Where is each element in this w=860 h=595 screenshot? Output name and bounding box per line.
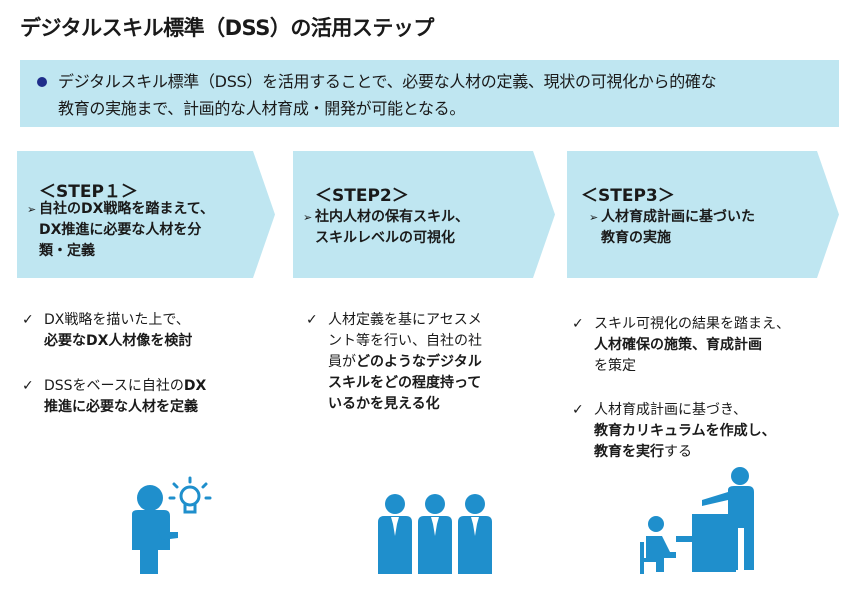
- step-2-check-1-line-3a: 員が: [328, 354, 356, 370]
- step-3-check-2: ✓ 人材育成計画に基づき、 教育カリキュラムを作成し、 教育を実行する: [572, 400, 776, 463]
- check-icon: ✓: [572, 316, 584, 332]
- group-people-icon: [378, 494, 492, 574]
- step-1-check-2-line-1: DSSをベースに自社のDX: [44, 376, 206, 397]
- check-icon: ✓: [572, 402, 584, 418]
- step-1-desc-line-3: 類・定義: [39, 243, 95, 259]
- step-2-check-1-line-1: 人材定義を基にアセスメ: [328, 312, 482, 328]
- summary-line-1: デジタルスキル標準（DSS）を活用することで、必要な人材の定義、現状の可視化から…: [58, 72, 717, 91]
- step-2-check-1-line-5: いるかを見える化: [328, 396, 440, 412]
- step-1-desc: ➢ 自社のDX戦略を踏まえて、 DX推進に必要な人材を分 類・定義: [27, 199, 215, 262]
- step-2-title: ＜STEP2＞: [315, 186, 409, 206]
- step-1-desc-line-2: DX推進に必要な人材を分: [39, 222, 202, 238]
- step-2-desc-line-2: スキルレベルの可視化: [315, 230, 455, 246]
- step-1-check-1-line-1: DX戦略を描いた上で、: [44, 312, 190, 328]
- summary-box: デジタルスキル標準（DSS）を活用することで、必要な人材の定義、現状の可視化から…: [20, 60, 839, 127]
- step-3-arrow: ＜STEP3＞ ➢ 人材育成計画に基づいた 教育の実施: [567, 151, 839, 278]
- lightbulb-person-icon: [132, 476, 212, 574]
- step-2-check-1-line-2: ント等を行い、自社の社: [328, 333, 482, 349]
- bullet-icon: [37, 77, 47, 87]
- step-2-arrow-shape: [293, 151, 555, 278]
- step-3-desc-line-2: 教育の実施: [601, 230, 671, 246]
- summary-line-2: 教育の実施まで、計画的な人材育成・開発が可能となる。: [58, 99, 466, 118]
- step-2-check-1-line-3b: どのようなデジタル: [356, 354, 482, 370]
- step-1-check-2: ✓ DSSをベースに自社のDX 推進に必要な人材を定義: [22, 376, 206, 418]
- step-3-check-2-line-3a: 教育を実行: [594, 444, 664, 460]
- arrow-bullet-icon: ➢: [303, 211, 313, 224]
- check-icon: ✓: [22, 312, 34, 328]
- step-2-desc: ➢ 社内人材の保有スキル、 スキルレベルの可視化: [303, 207, 469, 249]
- step-1-check-2-line-1b: DX: [183, 378, 207, 394]
- step-2-check-1-line-4: スキルをどの程度持って: [328, 375, 482, 391]
- step-2-arrow: ＜STEP2＞ ➢ 社内人材の保有スキル、 スキルレベルの可視化: [293, 151, 555, 278]
- step-1-check-2-line-1a: DSSをベースに自社の: [44, 378, 184, 394]
- check-icon: ✓: [306, 312, 318, 328]
- step-1-arrow-shape: [17, 151, 275, 278]
- step-3-check-2-line-2: 教育カリキュラムを作成し、: [594, 423, 776, 439]
- teacher-student-icon: [640, 467, 754, 574]
- step-2-check-1-line-3: 員がどのようなデジタル: [328, 352, 482, 373]
- step-1-check-1: ✓ DX戦略を描いた上で、 必要なDX人材像を検討: [22, 310, 193, 352]
- step-3-check-2-line-3: 教育を実行する: [594, 442, 776, 463]
- step-3-check-2-line-1: 人材育成計画に基づき、: [594, 402, 748, 418]
- step-3-desc: ➢ 人材育成計画に基づいた 教育の実施: [589, 207, 755, 249]
- arrow-bullet-icon: ➢: [589, 211, 599, 224]
- step-1-title: ＜STEP１＞: [39, 182, 138, 202]
- step-3-check-1: ✓ スキル可視化の結果を踏まえ、 人材確保の施策、育成計画 を策定: [572, 314, 790, 377]
- step-3-desc-line-1: 人材育成計画に基づいた: [601, 209, 755, 225]
- step-1-check-1-line-2: 必要なDX人材像を検討: [44, 333, 193, 349]
- check-icon: ✓: [22, 378, 34, 394]
- step-1-check-2-line-2: 推進に必要な人材を定義: [44, 399, 198, 415]
- step-1-arrow: ＜STEP１＞ ➢ 自社のDX戦略を踏まえて、 DX推進に必要な人材を分 類・定…: [17, 151, 275, 278]
- step-3-check-2-line-3b: する: [664, 444, 692, 460]
- step-3-arrow-shape: [567, 151, 839, 278]
- step-3-title: ＜STEP3＞: [581, 186, 675, 206]
- step-3-check-1-line-1: スキル可視化の結果を踏まえ、: [594, 316, 790, 332]
- arrow-bullet-icon: ➢: [27, 203, 37, 216]
- step-2-desc-line-1: 社内人材の保有スキル、: [315, 209, 469, 225]
- step-3-check-1-line-2: 人材確保の施策、育成計画: [594, 337, 762, 353]
- page-title: デジタルスキル標準（DSS）の活用ステップ: [20, 16, 434, 40]
- step-1-desc-line-1: 自社のDX戦略を踏まえて、: [39, 201, 215, 217]
- step-3-check-1-line-3: を策定: [594, 358, 636, 374]
- step-2-check-1: ✓ 人材定義を基にアセスメ ント等を行い、自社の社 員がどのようなデジタル スキ…: [306, 310, 482, 415]
